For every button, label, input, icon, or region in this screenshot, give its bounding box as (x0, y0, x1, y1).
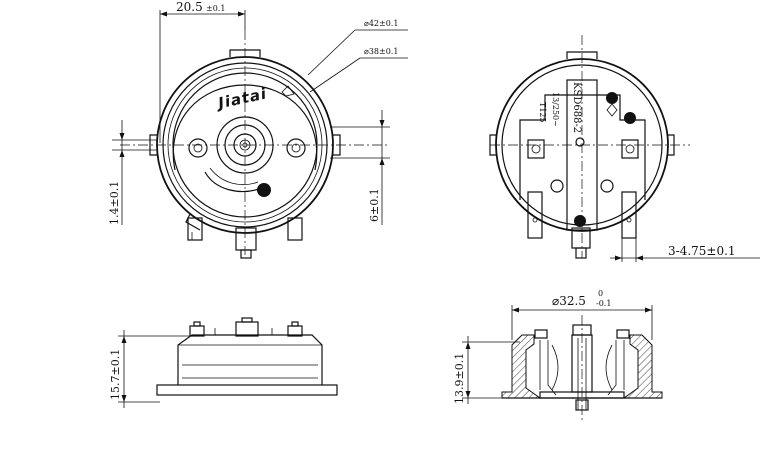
dim-terminal-width: 3-4.75±0.1 (668, 244, 736, 258)
dim-side-height: 15.7±0.1 (109, 349, 122, 400)
dim-width-tol: ±0.1 (206, 4, 225, 13)
dim-inner-diameter: ⌀38±0.1 (364, 47, 398, 56)
dim-outer-diameter: ⌀42±0.1 (364, 19, 398, 28)
dim-section-dia-lower: -0.1 (596, 299, 611, 308)
dim-section-height: 13.9±0.1 (453, 353, 466, 404)
dim-offset-right: 6±0.1 (368, 188, 381, 222)
bottom-left-view: 15.7±0.1 (109, 317, 338, 408)
marking-rating: 13/250~ (551, 92, 560, 127)
marking-model: KSD688-2 (571, 82, 582, 133)
top-left-view: Jiatai 20.5 ±0.1 ⌀42±0.1 ⌀38±0.1 1.4±0.1… (108, 0, 408, 259)
dim-width-value: 20.5 (176, 0, 203, 14)
top-right-view: KSD688-2 13/250~ T125 3-4.75±0.1 (489, 35, 760, 262)
marking-temp: T125 (538, 102, 547, 123)
dim-section-diameter: ⌀32.5 (552, 294, 586, 308)
bottom-right-view: ⌀32.5 0 -0.1 13.9±0.1 (453, 289, 663, 420)
dim-offset-left: 1.4±0.1 (108, 181, 121, 225)
dim-section-dia-upper: 0 (598, 289, 603, 298)
